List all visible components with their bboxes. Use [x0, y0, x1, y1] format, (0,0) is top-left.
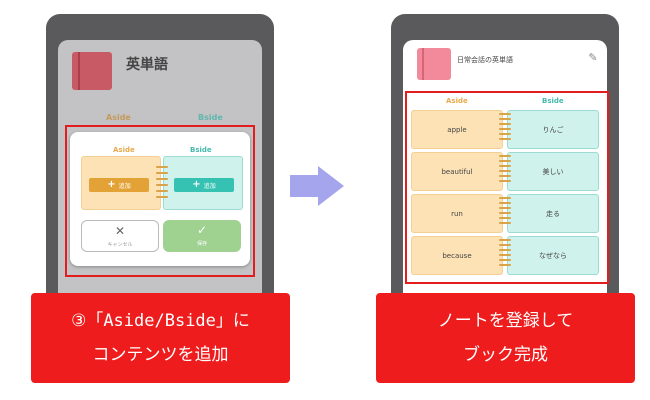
dialog-bside-label: Bside [190, 146, 212, 154]
caption-right: ノートを登録して ブック完成 [376, 293, 635, 383]
ring-binder-icon [499, 155, 511, 188]
card-bside[interactable]: なぜなら [507, 236, 599, 275]
ring-binder-icon [499, 239, 511, 272]
edit-icon[interactable]: ✎ [588, 51, 598, 64]
bside-header: Bside [198, 113, 223, 122]
caption-right-line1: ノートを登録して [437, 311, 574, 331]
aside-header: Aside [446, 97, 468, 105]
add-content-dialog: Aside Bside + 追加 + 追加 ✕ キャンセル ✓ 保存 [70, 132, 250, 266]
ring-binder-icon [156, 166, 168, 204]
caption-left-line2: コンテンツを追加 [92, 345, 229, 365]
card-row[interactable]: because なぜなら [411, 236, 601, 275]
caption-right-line2: ブック完成 [463, 345, 548, 365]
card-row[interactable]: apple りんご [411, 110, 601, 149]
arrow-head-icon [318, 166, 344, 206]
book-icon [417, 48, 451, 80]
card-bside[interactable]: 走る [507, 194, 599, 233]
highlight-box-right [405, 91, 609, 284]
dialog-aside-label: Aside [113, 146, 135, 154]
add-aside-label: 追加 [118, 182, 131, 190]
add-bside-label: 追加 [203, 182, 216, 190]
card-bside[interactable]: 美しい [507, 152, 599, 191]
aside-header: Aside [106, 113, 131, 122]
book-title: 日常会話の英単語 [457, 56, 513, 64]
card-aside[interactable]: apple [411, 110, 503, 149]
add-aside-button[interactable]: + 追加 [89, 178, 149, 192]
plus-icon: + [192, 179, 201, 190]
highlight-box-left [65, 125, 255, 277]
ring-binder-icon [499, 197, 511, 230]
app-title: 英単語 [126, 57, 168, 73]
bside-header: Bside [542, 97, 564, 105]
save-label: 保存 [196, 241, 207, 247]
check-icon: ✓ [196, 223, 208, 237]
card-aside[interactable]: run [411, 194, 503, 233]
book-icon [72, 52, 112, 90]
cancel-button[interactable]: ✕ キャンセル [81, 220, 159, 252]
card-row[interactable]: run 走る [411, 194, 601, 233]
caption-left: ③「Aside/Bside」に コンテンツを追加 [31, 293, 290, 383]
card-aside[interactable]: because [411, 236, 503, 275]
save-button[interactable]: ✓ 保存 [163, 220, 241, 252]
caption-left-line1: ③「Aside/Bside」に [71, 311, 250, 331]
close-icon: ✕ [114, 224, 126, 238]
card-row[interactable]: beautiful 美しい [411, 152, 601, 191]
arrow-right-icon [290, 175, 318, 197]
plus-icon: + [107, 179, 116, 190]
ring-binder-icon [499, 113, 511, 146]
cancel-label: キャンセル [107, 242, 133, 248]
add-bside-button[interactable]: + 追加 [174, 178, 234, 192]
card-aside[interactable]: beautiful [411, 152, 503, 191]
card-bside[interactable]: りんご [507, 110, 599, 149]
